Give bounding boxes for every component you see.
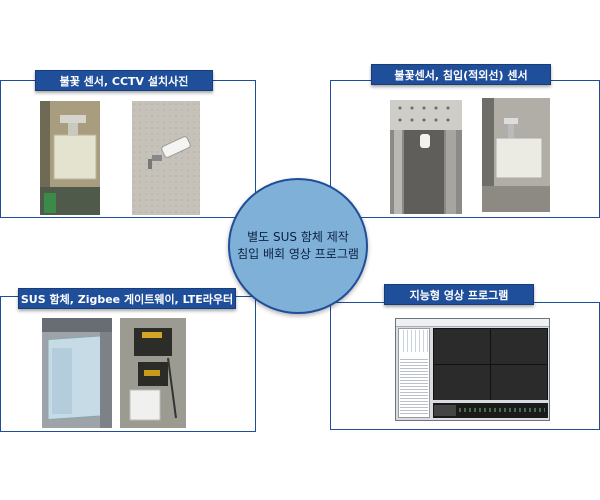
program-menu-bar [396,319,549,327]
panel-title-top-right: 불꽃센서, 침입(적외선) 센서 [371,64,551,85]
center-text-line2: 침입 배회 영상 프로그램 [237,247,359,261]
program-calendar [400,330,428,352]
photo-flame-sensor-cabinet [482,98,550,212]
program-event-list [400,357,428,415]
screenshot-video-program [395,318,550,421]
panel-top-right [330,80,600,218]
panel-title-bottom-right: 지능형 영상 프로그램 [384,284,534,305]
cctv-camera-drawing [132,101,200,215]
program-timeline [433,403,548,418]
sus-enclosure-drawing [42,318,112,428]
center-text-line1: 별도 SUS 함체 제작 [247,230,349,244]
video-cell-2 [491,329,547,364]
program-side-panel [398,328,430,418]
photo-zigbee-gateway-lte-router [120,318,186,428]
flame-sensor-box-drawing [40,101,100,215]
panel-title-bottom-left: SUS 함체, Zigbee 게이트웨이, LTE라우터 [18,288,236,309]
cabinet-sensor-drawing [390,100,462,214]
panel-top-left [0,80,256,218]
program-video-grid [433,328,548,400]
center-circle: 별도 SUS 함체 제작 침입 배회 영상 프로그램 [228,178,368,314]
flame-sensor-cabinet-drawing [482,98,550,212]
program-timeline-bar [459,408,545,412]
video-cell-1 [434,329,490,364]
video-cell-4 [491,365,547,400]
video-cell-3 [434,365,490,400]
photo-cabinet-sensor [390,100,462,214]
photo-cctv-camera [132,101,200,215]
gateway-router-drawing [120,318,186,428]
photo-flame-sensor-box [40,101,100,215]
photo-sus-enclosure [42,318,112,428]
program-playback-controls [434,405,456,416]
panel-title-top-left: 불꽃 센서, CCTV 설치사진 [35,70,213,91]
